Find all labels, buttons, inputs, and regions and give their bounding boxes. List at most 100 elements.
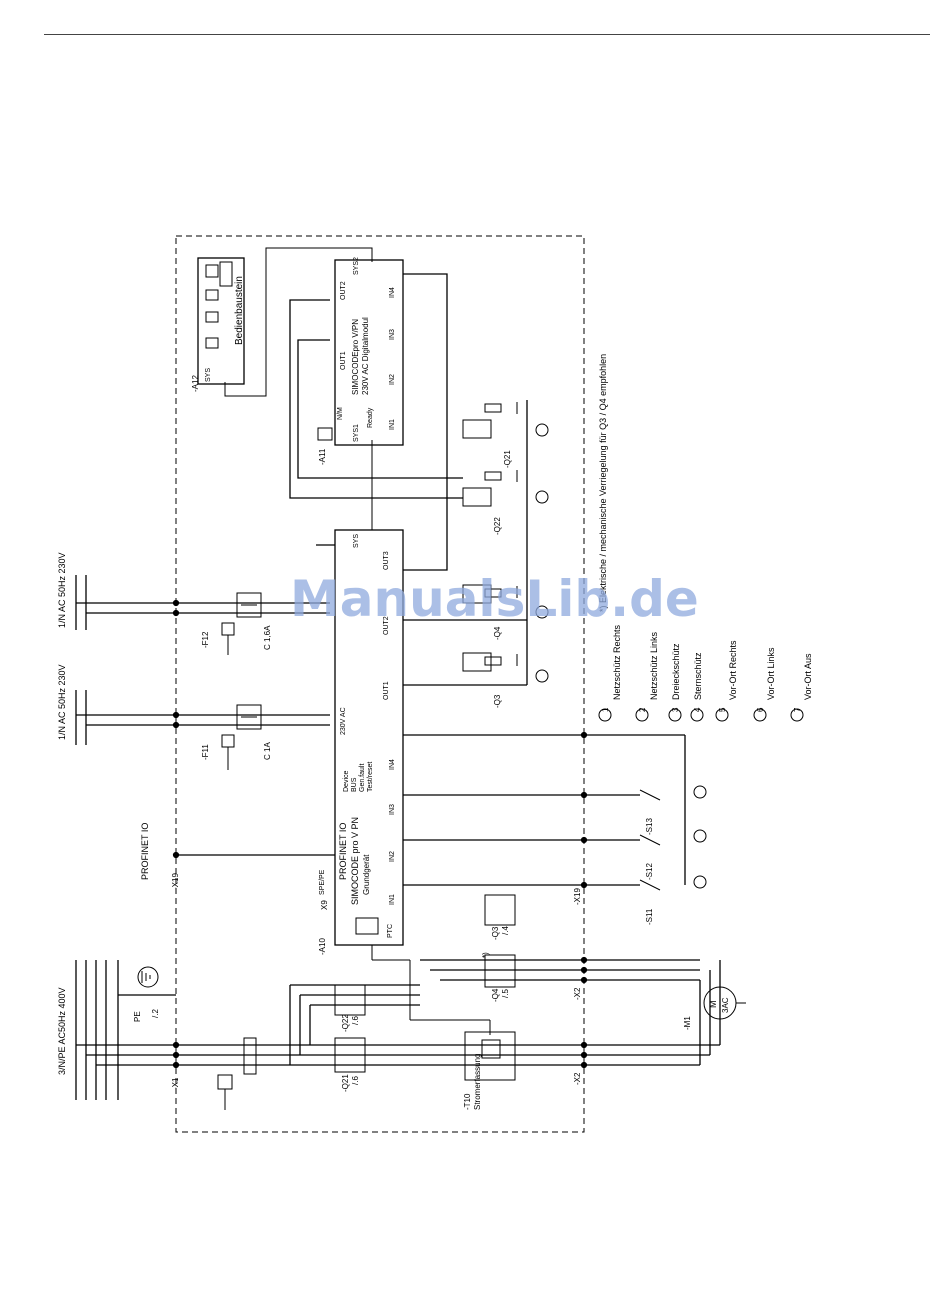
a10-out2: OUT2 bbox=[383, 616, 390, 635]
system-bus-cables bbox=[224, 247, 373, 530]
operator-panel-a12 bbox=[197, 257, 245, 385]
schematic-body bbox=[75, 235, 804, 1133]
m1-label: M bbox=[708, 1001, 718, 1009]
a10-out3: OUT3 bbox=[383, 551, 390, 570]
x9-label: X9 bbox=[320, 900, 329, 910]
watermark: ManualsLib.de bbox=[290, 570, 699, 628]
aux-supply-bus-1 bbox=[75, 690, 330, 745]
pe-ref: /.2 bbox=[151, 1009, 160, 1018]
x19-bottom-label: -X19 bbox=[573, 888, 582, 905]
a10-led-test: Test/reset bbox=[367, 762, 374, 792]
q3-sub: /.4 bbox=[501, 926, 510, 935]
a10-sys: SYS bbox=[353, 534, 360, 548]
motor-m1 bbox=[703, 986, 746, 1020]
main-breaker bbox=[217, 1037, 257, 1110]
fuse-f11 bbox=[221, 704, 262, 770]
legend-symbols bbox=[535, 423, 804, 889]
x1-label: -X1 bbox=[171, 1077, 180, 1090]
t10-ref: -T10 bbox=[463, 1093, 472, 1110]
aux-supply-bus-2 bbox=[75, 575, 330, 630]
a10-led-genfault: Gen.fault bbox=[359, 764, 366, 792]
control-wiring bbox=[289, 273, 528, 686]
s11-ref: -S11 bbox=[645, 908, 654, 925]
base-unit-a10 bbox=[176, 529, 404, 946]
text-layer: 3/N/PE AC50Hz 400V 1/N AC 50Hz 230V 1/N … bbox=[57, 257, 813, 1110]
legend-text-7: Vor-Ort Aus bbox=[803, 653, 813, 700]
a11-sys1: SYS1 bbox=[353, 424, 360, 442]
cabinet-enclosure bbox=[175, 235, 585, 1133]
a12-ref: -A12 bbox=[191, 375, 200, 392]
a10-out1: OUT1 bbox=[383, 681, 390, 700]
m1-sub: 3AC bbox=[721, 997, 730, 1013]
a11-in3: IN3 bbox=[389, 329, 396, 340]
power-wiring bbox=[176, 959, 721, 1066]
a10-supply: 230V AC bbox=[340, 707, 347, 735]
a10-title2: SIMOCODE pro V PN bbox=[350, 817, 360, 905]
a11-out1: OUT1 bbox=[340, 351, 347, 370]
legend-num-5: 5 bbox=[718, 707, 727, 712]
a10-spe: SPE/PE bbox=[319, 869, 326, 895]
s13-ref: -S13 bbox=[645, 818, 654, 835]
a10-in4: IN4 bbox=[389, 759, 396, 770]
q4-sub: /.5 bbox=[501, 989, 510, 998]
q22-sub: /.6 bbox=[351, 1016, 360, 1025]
a10-in1: IN1 bbox=[389, 894, 396, 905]
a10-in3: IN3 bbox=[389, 804, 396, 815]
a11-nm: N/M bbox=[337, 407, 344, 420]
profinet-label: PROFINET IO bbox=[140, 823, 150, 880]
f12-ref: -F12 bbox=[201, 631, 210, 648]
t10-label: Stromerfassung bbox=[473, 1054, 482, 1110]
input-wiring bbox=[403, 734, 686, 891]
a10-in2: IN2 bbox=[389, 851, 396, 862]
legend-text-6: Vor-Ort Links bbox=[766, 647, 776, 700]
a10-led-device: Device bbox=[343, 770, 350, 792]
a11-title1: SIMOCODEpro V/PN bbox=[351, 319, 360, 395]
x19-label: -X19 bbox=[171, 873, 180, 890]
legend-note: *) Elektrische / mechanische Verriegelun… bbox=[598, 354, 608, 612]
a11-ready: Ready bbox=[367, 407, 374, 428]
legend-num-4: 4 bbox=[693, 707, 702, 712]
a11-out2: OUT2 bbox=[340, 281, 347, 300]
supply-aux2-label: 1/N AC 50Hz 230V bbox=[57, 552, 67, 628]
legend-text-2: Netzschütz Links bbox=[649, 631, 659, 700]
q3-ref: -Q3 bbox=[491, 926, 500, 940]
legend-num-7: 7 bbox=[793, 707, 802, 712]
s12-ref: -S12 bbox=[645, 863, 654, 880]
f11-rating: C 1A bbox=[263, 742, 272, 760]
a11-in4: IN4 bbox=[389, 287, 396, 298]
a12-label: Bedienbaustein bbox=[234, 276, 245, 345]
legend-text-4: Sternschütz bbox=[693, 652, 703, 700]
legend-text-3: Dreieckschütz bbox=[671, 643, 681, 700]
x2-left-label: -X2 bbox=[573, 1072, 582, 1085]
m1-ref: -M1 bbox=[683, 1016, 692, 1030]
legend-num-3: 3 bbox=[671, 707, 680, 712]
fuse-f12 bbox=[221, 592, 262, 655]
a10-ref: -A10 bbox=[318, 938, 327, 955]
terminal-strip-markers bbox=[172, 599, 588, 1069]
a12-sys: SYS bbox=[205, 368, 212, 382]
a11-sys2: SYS2 bbox=[353, 257, 360, 275]
supply-main-label: 3/N/PE AC50Hz 400V bbox=[57, 987, 67, 1075]
a11-in1: IN1 bbox=[389, 419, 396, 430]
a11-title2: 230V AC Digitalmodul bbox=[361, 317, 370, 395]
pe-label: PE bbox=[133, 1011, 142, 1022]
a10-title1: PROFINET IO bbox=[338, 823, 348, 880]
f12-rating: C 1,6A bbox=[263, 625, 272, 650]
main-supply-bus bbox=[75, 960, 176, 1100]
a10-led-bus: BUS bbox=[351, 777, 358, 792]
legend-num-6: 6 bbox=[756, 707, 765, 712]
a11-in2: IN2 bbox=[389, 374, 396, 385]
page-top-rule bbox=[44, 34, 930, 35]
f11-ref: -F11 bbox=[201, 744, 210, 760]
legend-text-5: Vor-Ort Rechts bbox=[728, 640, 738, 700]
x2-right-label: -X2 bbox=[573, 987, 582, 1000]
coil-q4-ref: -Q4 bbox=[493, 626, 502, 640]
q21-sub: /.6 bbox=[351, 1076, 360, 1085]
legend-num-2: 2 bbox=[638, 707, 647, 712]
coil-q3-ref: -Q3 bbox=[493, 694, 502, 708]
contactor-contacts bbox=[334, 894, 516, 1073]
q3-note: *) bbox=[481, 952, 490, 958]
digital-module-a11 bbox=[317, 259, 404, 446]
q4-ref: -Q4 bbox=[491, 988, 500, 1002]
